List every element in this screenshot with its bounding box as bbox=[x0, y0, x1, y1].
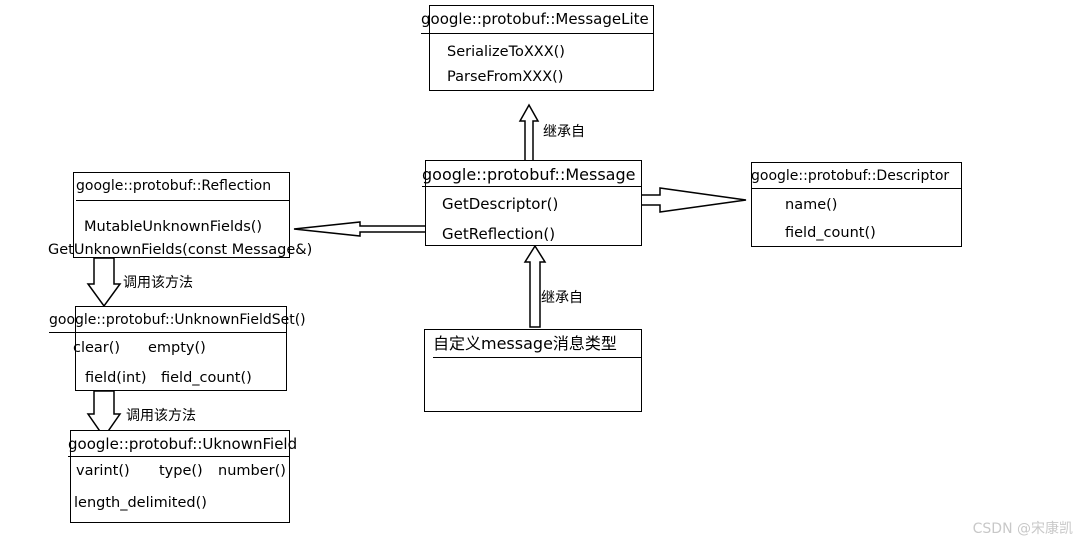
message-method-getreflection: GetReflection() bbox=[442, 225, 556, 243]
messagelite-class-box: google::protobuf::MessageLite SerializeT… bbox=[421, 5, 654, 91]
inherit-arrow-to-message bbox=[523, 244, 547, 328]
descriptor-method-fieldcount: field_count() bbox=[785, 225, 876, 241]
unknownfield-method-number: number() bbox=[218, 463, 286, 479]
call-arrow-to-unknownfield bbox=[86, 390, 122, 439]
unknownfieldset-title: google::protobuf::UnknownFieldSet() bbox=[49, 307, 306, 333]
descriptor-class-box: google::protobuf::Descriptor name() fiel… bbox=[751, 162, 962, 247]
unknownfieldset-method-field: field(int) bbox=[85, 370, 147, 386]
call-arrow-to-unknownfieldset bbox=[86, 257, 122, 308]
unknownfield-method-varint: varint() bbox=[76, 463, 130, 479]
custom-message-class-box: 自定义message消息类型 bbox=[424, 329, 642, 412]
message-method-getdescriptor: GetDescriptor() bbox=[442, 195, 559, 213]
unknownfield-class-box: google::protobuf::UknownField varint() t… bbox=[68, 430, 297, 523]
descriptor-title: google::protobuf::Descriptor bbox=[751, 163, 961, 189]
watermark: CSDN @宋康凯 bbox=[972, 521, 1073, 537]
call-label-1: 调用该方法 bbox=[123, 275, 193, 291]
unknownfieldset-method-fieldcount: field_count() bbox=[161, 370, 252, 386]
inherit-label-top: 继承自 bbox=[543, 124, 585, 140]
inherit-label-bottom: 继承自 bbox=[541, 290, 583, 306]
reflection-method-getunknown: GetUnknownFields(const Message&) bbox=[48, 242, 313, 258]
reflection-title: google::protobuf::Reflection bbox=[76, 173, 289, 201]
unknownfieldset-class-box: google::protobuf::UnknownFieldSet() clea… bbox=[49, 306, 306, 391]
unknownfield-title: google::protobuf::UknownField bbox=[68, 431, 297, 457]
reflection-arrow bbox=[293, 221, 435, 237]
reflection-method-mutable: MutableUnknownFields() bbox=[84, 219, 263, 235]
message-title: google::protobuf::Message bbox=[422, 161, 641, 187]
descriptor-method-name: name() bbox=[785, 197, 838, 213]
inherit-arrow-to-messagelite bbox=[518, 103, 540, 162]
custom-message-title: 自定义message消息类型 bbox=[433, 330, 641, 358]
messagelite-method-serialize: SerializeToXXX() bbox=[447, 44, 565, 60]
unknownfieldset-method-clear: clear() bbox=[73, 340, 121, 356]
reflection-class-box: google::protobuf::Reflection MutableUnkn… bbox=[48, 172, 312, 258]
unknownfield-method-lengthdelimited: length_delimited() bbox=[74, 495, 207, 511]
message-class-box: google::protobuf::Message GetDescriptor(… bbox=[422, 160, 642, 246]
messagelite-title: google::protobuf::MessageLite bbox=[421, 6, 653, 34]
call-label-2: 调用该方法 bbox=[126, 408, 196, 424]
unknownfield-method-type: type() bbox=[159, 463, 203, 479]
unknownfieldset-method-empty: empty() bbox=[148, 340, 206, 356]
messagelite-method-parse: ParseFromXXX() bbox=[447, 69, 564, 85]
